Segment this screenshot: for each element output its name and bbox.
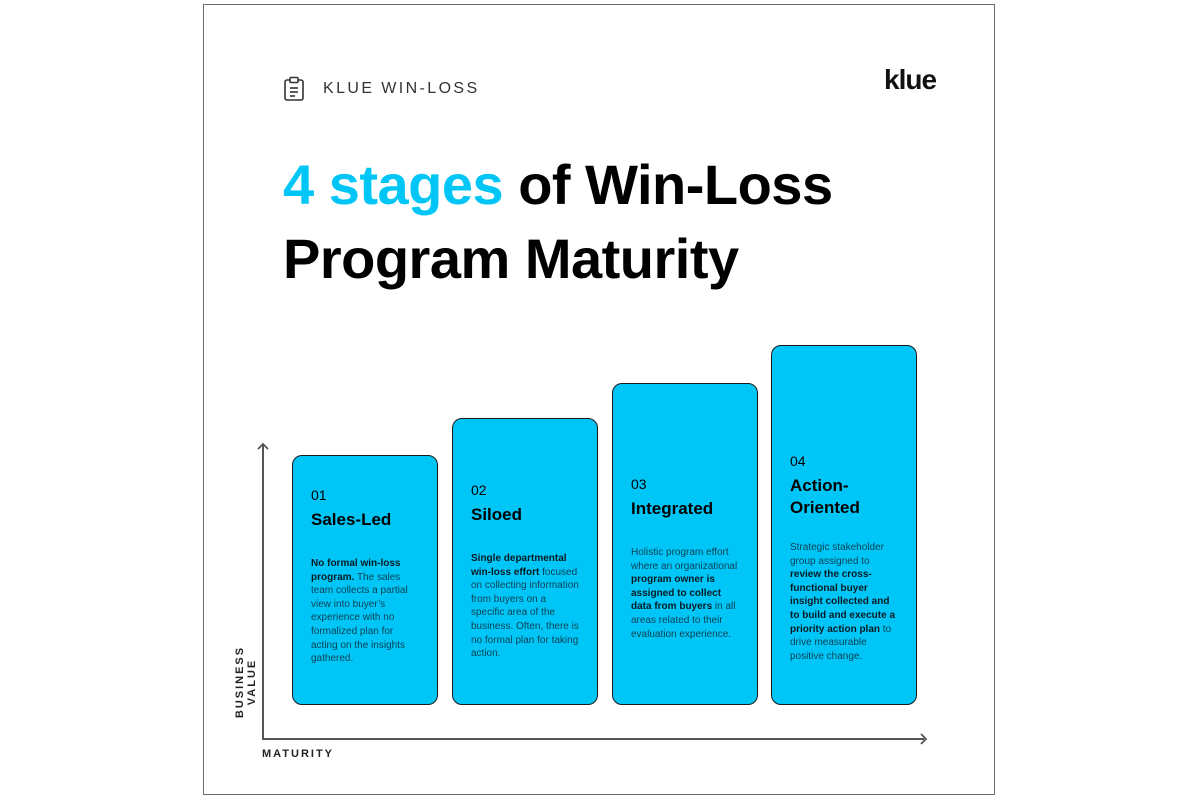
stage-card-sales-led: 01 Sales-Led No formal win-loss program.… bbox=[292, 455, 438, 705]
stage-card-action-oriented: 04 Action-Oriented Strategic stakeholder… bbox=[771, 345, 917, 705]
desc-text: Holistic program effort where an organiz… bbox=[631, 547, 738, 572]
desc-text: The sales team collects a partial view i… bbox=[311, 571, 408, 665]
stage-description: Single departmental win-loss effort focu… bbox=[471, 552, 579, 661]
title-rest: of Win-Loss bbox=[503, 153, 833, 216]
stage-name: Action-Oriented bbox=[790, 476, 860, 517]
stage-card-siloed: 02 Siloed Single departmental win-loss e… bbox=[452, 418, 598, 705]
title-accent: 4 stages bbox=[283, 153, 504, 216]
stage-number: 01 bbox=[311, 487, 327, 503]
desc-text: to drive measurable positive change. bbox=[790, 623, 892, 662]
stage-description: No formal win-loss program. The sales te… bbox=[311, 557, 419, 666]
x-axis-label: MATURITY bbox=[262, 748, 335, 760]
stage-description: Holistic program effort where an organiz… bbox=[631, 546, 739, 641]
desc-text: Strategic stakeholder group assigned to bbox=[790, 542, 884, 567]
y-axis-label: BUSINESS VALUE bbox=[234, 645, 258, 719]
arrow-right-icon bbox=[920, 733, 928, 745]
desc-bold: No formal win-loss program. bbox=[311, 558, 401, 583]
desc-bold: Single departmental win-loss effort bbox=[471, 553, 567, 578]
stage-name: Integrated bbox=[631, 499, 714, 518]
desc-bold: program owner is assigned to collect dat… bbox=[631, 574, 722, 613]
stage-card-integrated: 03 Integrated Holistic program effort wh… bbox=[612, 383, 758, 705]
clipboard-icon bbox=[284, 76, 304, 101]
x-axis-line bbox=[262, 738, 924, 740]
eyebrow-label: KLUE WIN-LOSS bbox=[323, 80, 480, 97]
desc-bold: review the cross-functional buyer insigh… bbox=[790, 569, 896, 635]
y-axis-line bbox=[262, 444, 264, 740]
arrow-up-icon bbox=[257, 442, 269, 450]
stage-description: Strategic stakeholder group assigned to … bbox=[790, 541, 898, 663]
title-line2: Program Maturity bbox=[283, 227, 739, 290]
stage-name: Siloed bbox=[471, 505, 523, 524]
desc-text: in all areas related to their evaluation… bbox=[631, 601, 736, 640]
stage-name: Sales-Led bbox=[311, 510, 392, 529]
stage-number: 03 bbox=[631, 476, 647, 492]
eyebrow: KLUE WIN-LOSS bbox=[283, 76, 480, 102]
klue-logo: klue bbox=[884, 64, 937, 95]
stage-number: 02 bbox=[471, 482, 487, 498]
stage-number: 04 bbox=[790, 453, 806, 469]
desc-text: focused on collecting information from b… bbox=[471, 566, 579, 660]
